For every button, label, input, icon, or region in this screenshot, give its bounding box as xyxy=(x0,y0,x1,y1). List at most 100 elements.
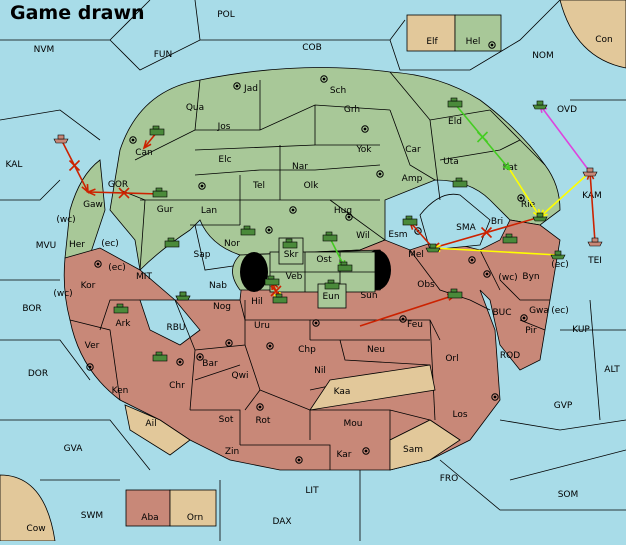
coast-label: (wc) xyxy=(53,289,72,299)
land-label-bar: Bar xyxy=(202,359,218,369)
region-sam[interactable] xyxy=(389,419,461,471)
legend-bottom xyxy=(125,489,217,527)
sea-label-buc: BUC xyxy=(492,308,511,318)
supply-center xyxy=(176,358,184,366)
unit-army[interactable] xyxy=(324,279,340,290)
land-label-sun: Sun xyxy=(360,291,377,301)
supply-center-dot xyxy=(314,321,318,325)
sea-label-kal: KAL xyxy=(6,160,23,170)
order-arrow xyxy=(409,221,434,249)
landmass-gaw[interactable] xyxy=(64,159,106,259)
land-label-neu: Neu xyxy=(367,345,385,355)
unit-army[interactable] xyxy=(272,293,288,304)
land-label-kar: Kar xyxy=(337,450,352,460)
order-arrow xyxy=(589,171,596,243)
supply-center-dot xyxy=(363,127,367,131)
land-label-jad: Jad xyxy=(243,84,258,94)
supply-center xyxy=(362,447,370,455)
supply-center-dot xyxy=(198,355,202,359)
legend-label-aba: Aba xyxy=(141,513,158,523)
supply-center xyxy=(86,363,94,371)
region-kaa[interactable] xyxy=(309,364,436,411)
order-arrow xyxy=(539,171,591,218)
supply-center-dot xyxy=(268,344,272,348)
supply-center xyxy=(196,353,204,361)
sea-label-tei: TEI xyxy=(587,256,602,266)
unit-fleet[interactable] xyxy=(532,212,548,222)
coast-label: (wc) xyxy=(56,215,75,225)
land-label-ark: Ark xyxy=(115,319,131,329)
unit-army[interactable] xyxy=(240,225,256,236)
land-label-chp: Chp xyxy=(298,345,316,355)
supply-center xyxy=(198,182,206,190)
order-arrowhead xyxy=(85,188,96,197)
unit-army[interactable] xyxy=(402,215,418,226)
land-label-car: Car xyxy=(405,145,421,155)
supply-center-dot xyxy=(519,196,523,200)
supply-centers xyxy=(86,41,528,464)
unit-army[interactable] xyxy=(337,261,353,272)
coast-label: (ec) xyxy=(108,263,126,273)
coast-label: (ec) xyxy=(551,306,569,316)
region-con[interactable] xyxy=(559,0,626,69)
land-label-ost: Ost xyxy=(316,255,332,265)
unit-fleet[interactable] xyxy=(425,243,441,253)
land-label-nab: Nab xyxy=(209,281,227,291)
unit-army[interactable] xyxy=(164,237,180,248)
supply-center-dot xyxy=(297,458,301,462)
supply-center xyxy=(376,170,384,178)
land-label-nor: Nor xyxy=(224,239,240,249)
order-failed-mark xyxy=(118,187,130,199)
supply-center xyxy=(399,315,407,323)
legend-label-orn: Orn xyxy=(187,513,203,523)
unit-army[interactable] xyxy=(502,233,518,244)
game-title: Game drawn xyxy=(10,2,145,24)
unit-army[interactable] xyxy=(282,238,298,249)
unit-army[interactable] xyxy=(152,187,168,198)
land-label-nog: Nog xyxy=(213,302,231,312)
supply-center-dot xyxy=(490,43,494,47)
sea-label-fun: FUN xyxy=(154,50,173,60)
land-label-hug: Hug xyxy=(334,206,352,216)
land-label-jos: Jos xyxy=(217,122,231,132)
unit-army[interactable] xyxy=(322,231,338,242)
unit-fleet[interactable] xyxy=(175,291,191,301)
supply-center xyxy=(312,319,320,327)
supply-center xyxy=(289,206,297,214)
land-label-zin: Zin xyxy=(225,447,239,457)
order-arrow xyxy=(432,247,559,256)
land-label-bri: Bri xyxy=(491,217,503,227)
supply-center-dot xyxy=(347,215,351,219)
unit-fleet[interactable] xyxy=(587,237,603,247)
unit-army[interactable] xyxy=(264,275,280,286)
land-label-byn: Byn xyxy=(522,272,539,282)
land-label-kaa: Kaa xyxy=(334,387,351,397)
unit-army[interactable] xyxy=(447,288,463,299)
land-label-rot: Rot xyxy=(256,416,271,426)
unit-fleet[interactable] xyxy=(550,250,566,260)
unit-army[interactable] xyxy=(152,351,168,362)
supply-center xyxy=(520,314,528,322)
unit-army[interactable] xyxy=(447,97,463,108)
coast-label: (wc) xyxy=(498,273,517,283)
green-borders xyxy=(119,71,546,271)
land-label-obs: Obs xyxy=(417,280,435,290)
land-label-nar: Nar xyxy=(292,162,308,172)
sea-label-alt: ALT xyxy=(604,365,620,375)
land-label-mou: Mou xyxy=(344,419,363,429)
supply-center-dot xyxy=(267,228,271,232)
sea-label-mvu: MVU xyxy=(36,241,57,251)
unit-army[interactable] xyxy=(113,303,129,314)
unit-army[interactable] xyxy=(149,125,165,136)
sea-label-sma: SMA xyxy=(456,223,476,233)
unit-army[interactable] xyxy=(452,177,468,188)
supply-center xyxy=(361,125,369,133)
unit-fleet[interactable] xyxy=(532,100,548,110)
region-ail[interactable] xyxy=(124,404,191,456)
land-label-can: Can xyxy=(135,148,153,158)
unit-fleet[interactable] xyxy=(53,134,69,144)
supply-center-dot xyxy=(96,262,100,266)
unit-fleet[interactable] xyxy=(582,167,598,177)
sea-label-mit: MIT xyxy=(136,272,152,282)
